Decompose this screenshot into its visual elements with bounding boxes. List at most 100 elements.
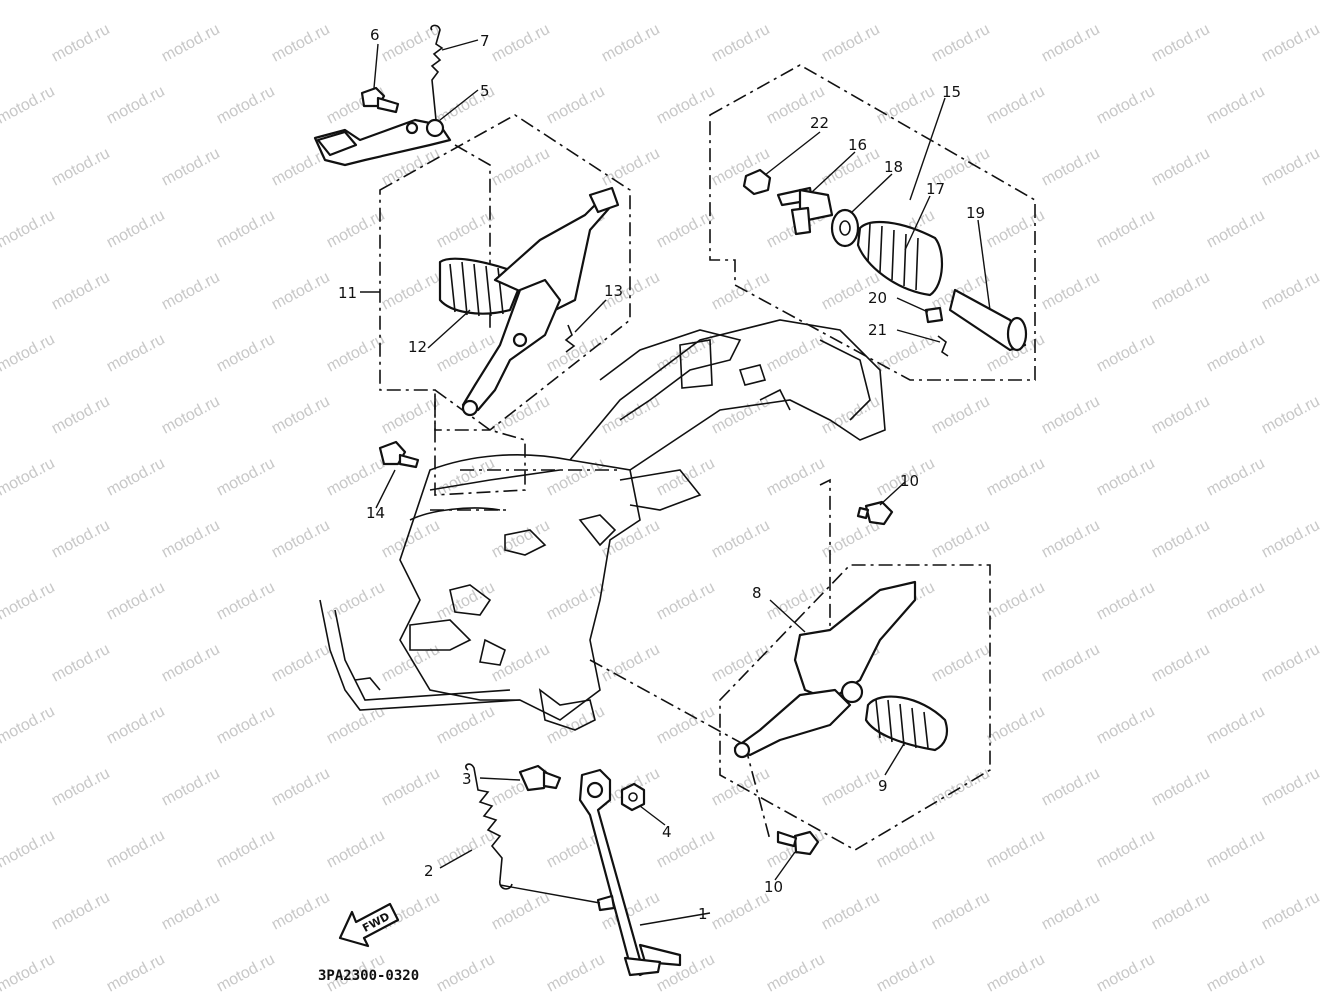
watermark-text: motod.ru bbox=[1094, 827, 1158, 872]
watermark-text: motod.ru bbox=[1204, 455, 1268, 500]
watermark-text: motod.ru bbox=[214, 331, 278, 376]
watermark-text: motod.ru bbox=[49, 145, 113, 190]
watermark-text: motod.ru bbox=[764, 455, 828, 500]
watermark-text: motod.ru bbox=[819, 889, 883, 934]
callout-21: 21 bbox=[868, 321, 887, 339]
watermark-text: motod.ru bbox=[984, 703, 1048, 748]
callout-16: 16 bbox=[848, 136, 867, 154]
watermark-text: motod.ru bbox=[764, 331, 828, 376]
watermark-text: motod.ru bbox=[874, 951, 938, 996]
callout-3: 3 bbox=[462, 770, 472, 788]
watermark-text: motod.ru bbox=[1259, 517, 1323, 562]
watermark-text: motod.ru bbox=[214, 579, 278, 624]
watermark-text: motod.ru bbox=[0, 145, 3, 190]
watermark-text: motod.ru bbox=[654, 703, 718, 748]
watermark-text: motod.ru bbox=[49, 393, 113, 438]
watermark-text: motod.ru bbox=[434, 951, 498, 996]
footrest-bolt-lower bbox=[776, 830, 820, 856]
watermark-text: motod.ru bbox=[269, 889, 333, 934]
watermark-text: motod.ru bbox=[379, 517, 443, 562]
watermark-text: motod.ru bbox=[599, 393, 663, 438]
watermark-text: motod.ru bbox=[104, 827, 168, 872]
watermark-text: motod.ru bbox=[1259, 393, 1323, 438]
watermark-text: motod.ru bbox=[984, 455, 1048, 500]
watermark-text: motod.ru bbox=[0, 641, 3, 686]
stand-nut bbox=[620, 782, 646, 812]
watermark-text: motod.ru bbox=[1039, 145, 1103, 190]
watermark-text: motod.ru bbox=[159, 517, 223, 562]
callout-7: 7 bbox=[480, 32, 490, 50]
callout-11: 11 bbox=[338, 284, 357, 302]
watermark-text: motod.ru bbox=[0, 207, 58, 252]
watermark-text: motod.ru bbox=[0, 951, 58, 996]
watermark-text: motod.ru bbox=[1094, 331, 1158, 376]
watermark-text: motod.ru bbox=[434, 827, 498, 872]
watermark-text: motod.ru bbox=[0, 517, 3, 562]
watermark-text: motod.ru bbox=[379, 269, 443, 314]
watermark-text: motod.ru bbox=[104, 83, 168, 128]
watermark-text: motod.ru bbox=[0, 393, 3, 438]
watermark-text: motod.ru bbox=[819, 393, 883, 438]
watermark-text: motod.ru bbox=[269, 21, 333, 66]
callout-9: 9 bbox=[878, 777, 888, 795]
watermark-text: motod.ru bbox=[929, 517, 993, 562]
watermark-text: motod.ru bbox=[49, 517, 113, 562]
watermark-text: motod.ru bbox=[1259, 641, 1323, 686]
watermark-text: motod.ru bbox=[1039, 21, 1103, 66]
watermark-text: motod.ru bbox=[1094, 455, 1158, 500]
callout-8: 8 bbox=[752, 584, 762, 602]
watermark-text: motod.ru bbox=[1149, 21, 1213, 66]
watermark-text: motod.ru bbox=[0, 579, 58, 624]
watermark-text: motod.ru bbox=[984, 951, 1048, 996]
group-boundaries bbox=[379, 64, 1036, 851]
footrest-bolt-upper bbox=[856, 500, 894, 526]
watermark-text: motod.ru bbox=[929, 765, 993, 810]
stand-bolt bbox=[518, 764, 562, 792]
watermark-text: motod.ru bbox=[654, 579, 718, 624]
watermark-text: motod.ru bbox=[434, 703, 498, 748]
fwd-arrow-icon: FWD bbox=[338, 902, 400, 948]
watermark-text: motod.ru bbox=[214, 951, 278, 996]
watermark-text: motod.ru bbox=[1149, 145, 1213, 190]
watermark-text: motod.ru bbox=[1259, 765, 1323, 810]
watermark-text: motod.ru bbox=[324, 827, 388, 872]
watermark-text: motod.ru bbox=[544, 703, 608, 748]
watermark-text: motod.ru bbox=[489, 21, 553, 66]
watermark-text: motod.ru bbox=[819, 21, 883, 66]
stand-hook bbox=[596, 894, 616, 912]
watermark-text: motod.ru bbox=[599, 145, 663, 190]
watermark-text: motod.ru bbox=[269, 517, 333, 562]
watermark-text: motod.ru bbox=[489, 889, 553, 934]
watermark-text: motod.ru bbox=[1149, 765, 1213, 810]
callout-labels: 1 2 3 4 5 6 7 8 9 10 10 11 12 13 14 15 1… bbox=[338, 26, 985, 923]
watermark-text: motod.ru bbox=[764, 579, 828, 624]
watermark-text: motod.ru bbox=[544, 951, 608, 996]
watermark-text: motod.ru bbox=[929, 393, 993, 438]
watermark-text: motod.ru bbox=[49, 765, 113, 810]
watermark-text: motod.ru bbox=[159, 765, 223, 810]
callout-14: 14 bbox=[366, 504, 385, 522]
watermark-text: motod.ru bbox=[104, 331, 168, 376]
watermark-text: motod.ru bbox=[214, 455, 278, 500]
watermark-text: motod.ru bbox=[1094, 951, 1158, 996]
watermark-text: motod.ru bbox=[0, 83, 58, 128]
watermark-text: motod.ru bbox=[159, 889, 223, 934]
watermark-text: motod.ru bbox=[929, 641, 993, 686]
watermark-text: motod.ru bbox=[1259, 21, 1323, 66]
watermark-text: motod.ru bbox=[984, 207, 1048, 252]
callout-12: 12 bbox=[408, 338, 427, 356]
watermark-text: motod.ru bbox=[214, 83, 278, 128]
watermark-text: motod.ru bbox=[1094, 207, 1158, 252]
watermark-text: motod.ru bbox=[0, 703, 58, 748]
watermark-text: motod.ru bbox=[1204, 703, 1268, 748]
watermark-text: motod.ru bbox=[324, 331, 388, 376]
watermark-text: motod.ru bbox=[1149, 889, 1213, 934]
watermark-text: motod.ru bbox=[379, 21, 443, 66]
side-stand bbox=[578, 768, 682, 977]
watermark-text: motod.ru bbox=[489, 517, 553, 562]
watermark-text: motod.ru bbox=[1259, 889, 1323, 934]
watermark-text: motod.ru bbox=[1149, 269, 1213, 314]
watermark-text: motod.ru bbox=[324, 579, 388, 624]
watermark-text: motod.ru bbox=[819, 517, 883, 562]
watermark-text: motod.ru bbox=[489, 393, 553, 438]
